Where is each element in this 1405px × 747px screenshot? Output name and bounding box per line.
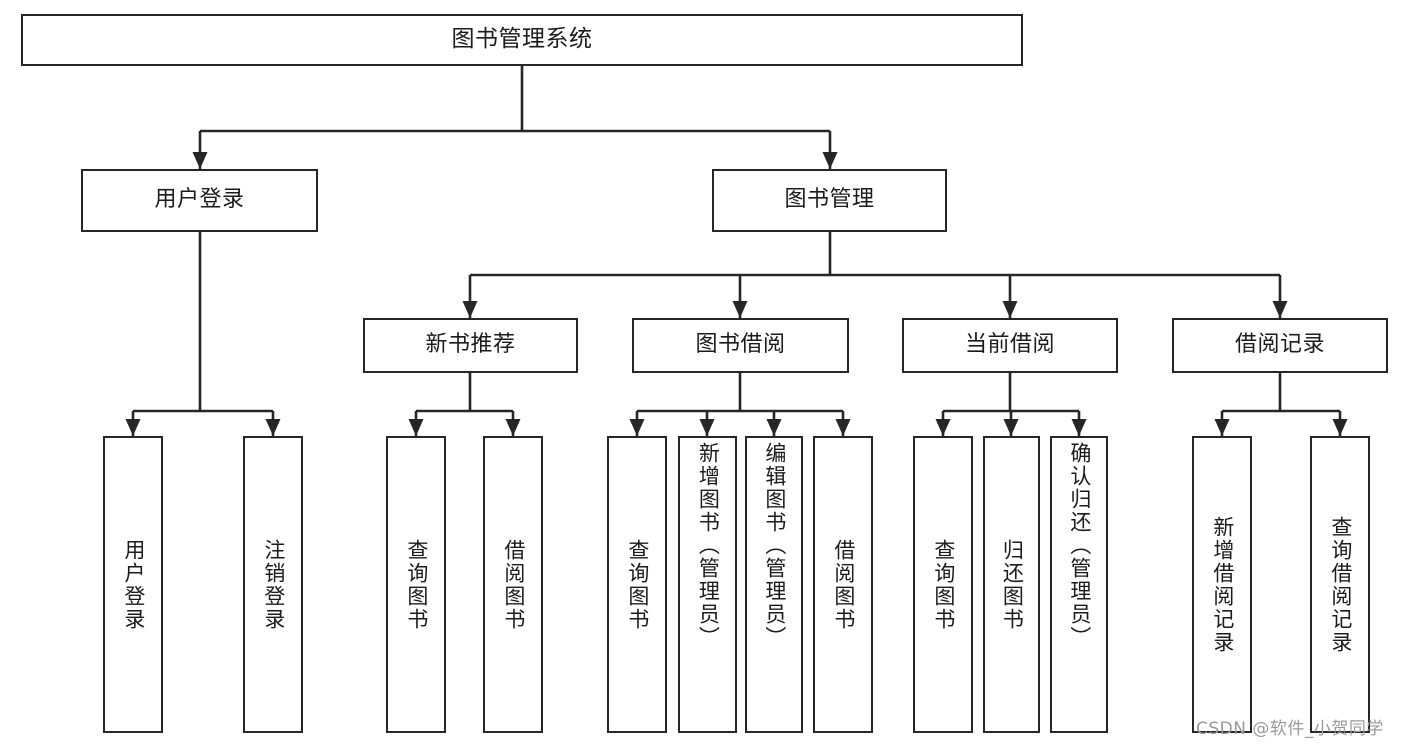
leaf-node[interactable]: 查询图书 <box>913 436 973 733</box>
leaf-node-inner: 用户登录 <box>105 438 161 731</box>
leaf-node[interactable]: 用户登录 <box>103 436 163 733</box>
leaf-node-label: 查询图书 <box>404 538 429 631</box>
arrowhead-icon <box>408 419 424 436</box>
leaf-node-inner: 新增图书（管理员） <box>680 438 735 735</box>
arrowhead-icon <box>1272 301 1288 318</box>
arrowhead-icon <box>1214 419 1230 436</box>
node-user-login[interactable]: 用户登录 <box>81 169 318 232</box>
leaf-node-inner: 借阅图书 <box>815 438 871 731</box>
arrowhead-icon <box>732 301 748 318</box>
leaf-node-inner: 编辑图书（管理员） <box>747 438 801 735</box>
leaf-node-inner: 借阅图书 <box>485 438 541 731</box>
arrowhead-icon <box>1332 419 1348 436</box>
leaf-node[interactable]: 借阅图书 <box>813 436 873 733</box>
node-current-borrow[interactable]: 当前借阅 <box>902 318 1118 373</box>
leaf-node-inner: 查询图书 <box>388 438 444 731</box>
leaf-node-label: 借阅图书 <box>831 538 856 631</box>
node-root-label: 图书管理系统 <box>451 26 593 53</box>
leaf-node-label: 新增图书（管理员） <box>696 442 721 649</box>
leaf-node-inner: 确认归还（管理员） <box>1052 438 1106 735</box>
arrowhead-icon <box>629 419 645 436</box>
leaf-node-inner: 查询借阅记录 <box>1312 438 1368 731</box>
leaf-node-label: 查询图书 <box>931 538 956 631</box>
leaf-node-label: 借阅图书 <box>501 538 526 631</box>
leaf-node[interactable]: 查询图书 <box>607 436 667 733</box>
leaf-node-label: 新增借阅记录 <box>1210 515 1235 654</box>
leaf-node-label: 编辑图书（管理员） <box>762 442 787 649</box>
arrowhead-icon <box>125 419 141 436</box>
leaf-node-label: 归还图书 <box>1000 538 1025 631</box>
leaf-node-inner: 归还图书 <box>985 438 1038 731</box>
node-root[interactable]: 图书管理系统 <box>21 14 1023 66</box>
node-borrow-records[interactable]: 借阅记录 <box>1172 318 1388 373</box>
arrowhead-icon <box>1003 419 1019 436</box>
arrowhead-icon <box>1071 419 1087 436</box>
leaf-node-inner: 查询图书 <box>609 438 665 731</box>
leaf-node-label: 注销登录 <box>261 538 286 631</box>
leaf-node[interactable]: 新增借阅记录 <box>1192 436 1252 733</box>
node-user-login-label: 用户登录 <box>154 187 245 213</box>
leaf-node[interactable]: 编辑图书（管理员） <box>745 436 803 733</box>
node-new-book-recommendation[interactable]: 新书推荐 <box>363 318 578 373</box>
node-current-borrow-label: 当前借阅 <box>964 332 1055 358</box>
arrowhead-icon <box>1002 301 1018 318</box>
leaf-node-inner: 注销登录 <box>245 438 301 731</box>
node-book-borrow[interactable]: 图书借阅 <box>632 318 849 373</box>
leaf-node-label: 用户登录 <box>121 538 146 631</box>
leaf-node[interactable]: 查询借阅记录 <box>1310 436 1370 733</box>
arrowhead-icon <box>699 419 715 436</box>
arrowhead-icon <box>505 419 521 436</box>
leaf-node-label: 确认归还（管理员） <box>1067 442 1092 649</box>
leaf-node[interactable]: 查询图书 <box>386 436 446 733</box>
arrowhead-icon <box>835 419 851 436</box>
arrowhead-icon <box>192 152 208 169</box>
leaf-node-inner: 新增借阅记录 <box>1194 438 1250 731</box>
node-book-management-label: 图书管理 <box>784 187 875 213</box>
node-new-book-recommendation-label: 新书推荐 <box>425 332 516 358</box>
arrowhead-icon <box>462 301 478 318</box>
leaf-node-label: 查询借阅记录 <box>1328 515 1353 654</box>
leaf-node[interactable]: 借阅图书 <box>483 436 543 733</box>
leaf-node[interactable]: 新增图书（管理员） <box>678 436 737 733</box>
node-book-borrow-label: 图书借阅 <box>695 332 786 358</box>
leaf-node-inner: 查询图书 <box>915 438 971 731</box>
arrowhead-icon <box>822 152 838 169</box>
node-book-management[interactable]: 图书管理 <box>712 169 947 232</box>
watermark: CSDN @软件_小贺同学 <box>1196 719 1384 739</box>
arrowhead-icon <box>265 419 281 436</box>
leaf-node[interactable]: 确认归还（管理员） <box>1050 436 1108 733</box>
arrowhead-icon <box>935 419 951 436</box>
node-borrow-records-label: 借阅记录 <box>1234 332 1325 358</box>
leaf-node-label: 查询图书 <box>625 538 650 631</box>
leaf-node[interactable]: 注销登录 <box>243 436 303 733</box>
arrowhead-icon <box>766 419 782 436</box>
leaf-node[interactable]: 归还图书 <box>983 436 1040 733</box>
